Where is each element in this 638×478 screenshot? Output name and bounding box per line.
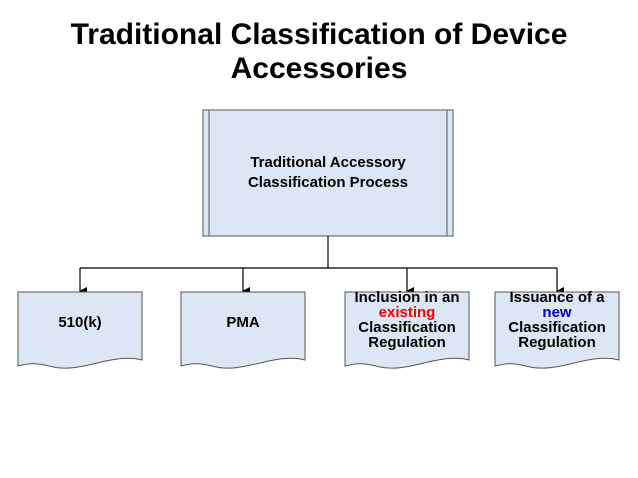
leaf-box-510k	[17, 291, 143, 369]
leaf-existing-highlight: existing	[378, 304, 436, 321]
slide-title-line-2: Accessories	[230, 52, 408, 85]
leaf-new-line-4: Regulation	[518, 334, 596, 351]
root-process-label: Traditional Accessory Classification Pro…	[209, 110, 447, 236]
slide-title-line-1: Traditional Classification of Device	[70, 18, 568, 51]
leaf-box-pma	[180, 291, 306, 369]
leaf-existing-line-1: Inclusion in an	[354, 289, 460, 306]
leaf-new-line-1: Issuance of a	[509, 289, 605, 306]
root-process-label-line-2: Classification Process	[247, 174, 409, 191]
leaf-box-existing	[344, 291, 470, 369]
leaf-pma-line-1: PMA	[226, 313, 260, 331]
root-process-label-line-1: Traditional Accessory	[250, 154, 406, 171]
leaf-label-pma: PMA	[181, 292, 305, 352]
leaf-label-existing: Inclusion in an existing Classification …	[345, 290, 469, 350]
leaf-existing-line-4: Regulation	[368, 334, 446, 351]
leaf-510k-line-1: 510(k)	[58, 313, 102, 331]
connector-lines	[79, 236, 564, 295]
leaf-new-highlight: new	[542, 304, 572, 321]
leaf-box-new	[494, 291, 620, 369]
leaf-new-line-3: Classification	[508, 319, 606, 336]
leaf-label-new: Issuance of a new Classification Regulat…	[495, 290, 619, 350]
leaf-existing-line-3: Classification	[358, 319, 456, 336]
slide-title: Traditional Classification of Device Acc…	[0, 18, 638, 86]
root-process-box	[202, 109, 454, 237]
leaf-label-510k: 510(k)	[18, 292, 142, 352]
